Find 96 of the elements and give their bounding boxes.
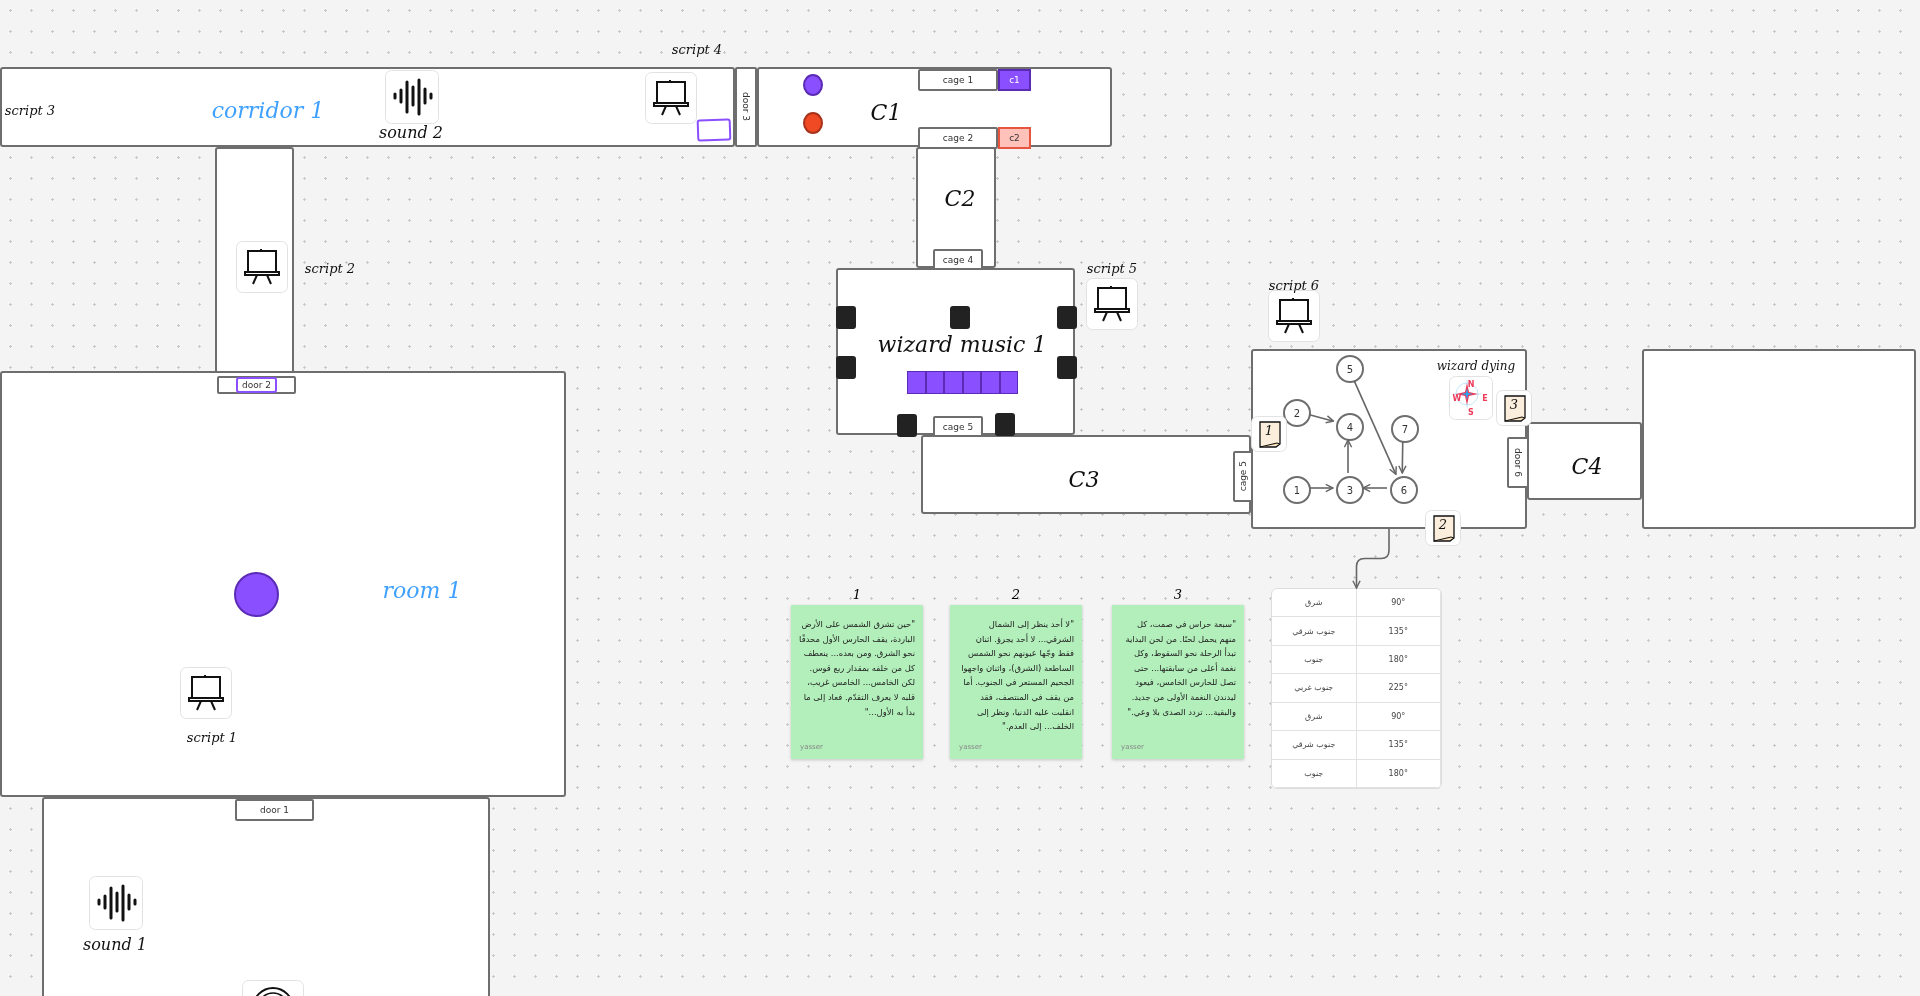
script-label: script 1	[186, 729, 238, 745]
tag-box	[1233, 451, 1253, 502]
room-area	[916, 147, 996, 268]
arrow	[1309, 483, 1334, 493]
room-name: C2	[944, 185, 976, 211]
room-area	[0, 371, 566, 797]
tag-text: cage 2	[942, 133, 974, 143]
note-text: "سبعة حراس في صمت، كل منهم يحمل لحنًا. من لحن البداية تبدأ الرحلة نحو السقوط، وكل نغمة أعلى من سابقتها... حتى تصل للحارس الخامس، فيعود ليدندن النغمة الأولى من جديد. والبقية... تردد الصدى بلا وعي."	[1124, 618, 1236, 719]
compass-letter: E	[1482, 393, 1488, 403]
note-text: "حين تشرق الشمس على الأرض الباردة، يقف الحارس الأول محدقًا نحو الشرق. ومن بعده... ينعطف كل من خلفه بمقدار ربع قوس. لكن الخامس... الخامس غريب، قلبه لا يعرف التقدّم. فعاد إلى ما بدأ به الأول..."	[799, 618, 915, 719]
script-label: script 3	[4, 102, 56, 118]
graph-node	[1336, 355, 1364, 383]
sound-label: sound 2	[379, 122, 443, 142]
room-area	[1642, 349, 1916, 529]
room-area	[1527, 422, 1642, 500]
table-cell: 90°	[1356, 589, 1441, 618]
graph-node	[1283, 399, 1311, 427]
tag-box	[933, 249, 983, 270]
arrow	[1362, 483, 1388, 493]
graph-node	[1336, 476, 1364, 504]
node-number: 5	[1346, 363, 1354, 375]
node-number: 2	[1293, 407, 1301, 419]
graph-node	[1391, 415, 1419, 443]
tag-box	[217, 376, 296, 394]
room-name: wizard music 1	[877, 331, 1047, 357]
room-name: corridor 1	[211, 97, 325, 123]
tag-text: c2	[1009, 133, 1020, 143]
table-cell: جنوب	[1272, 759, 1357, 788]
table-cell: 90°	[1356, 702, 1441, 732]
node-number: 1	[1293, 484, 1301, 496]
node-number: 7	[1401, 423, 1409, 435]
script-label: script 6	[1268, 277, 1320, 293]
graph-node	[1390, 476, 1418, 504]
arrow	[1398, 441, 1407, 474]
tag-text: door 2	[236, 377, 277, 393]
color-tag	[998, 69, 1031, 91]
tag-box	[235, 799, 314, 821]
table-cell: جنوب شرقي	[1272, 617, 1357, 646]
arrow	[1343, 439, 1353, 474]
tag-text: cage 4	[942, 254, 974, 265]
node-number: 3	[1346, 484, 1354, 496]
table-cell: 135°	[1356, 731, 1441, 760]
icon-number: 1	[1264, 422, 1274, 438]
color-tag	[998, 127, 1031, 149]
room-area	[42, 797, 490, 996]
room-name: room 1	[382, 577, 462, 603]
table-cell: جنوب شرقي	[1272, 731, 1357, 760]
tag-text: c1	[1009, 75, 1020, 85]
icon-number: 2	[1438, 516, 1448, 532]
graph-node	[1283, 476, 1311, 504]
node-number: 4	[1346, 421, 1354, 433]
tag-box	[918, 69, 998, 91]
tag-box	[735, 67, 757, 147]
arrow	[1352, 528, 1390, 589]
tag-box	[1507, 437, 1529, 488]
table-cell: شرق	[1272, 589, 1357, 618]
graph-node	[1336, 413, 1364, 441]
script-label: script 4	[671, 41, 723, 57]
room-area	[757, 67, 1112, 147]
node-number: 6	[1400, 484, 1408, 496]
room-name: C3	[1068, 466, 1100, 492]
direction-table	[1271, 588, 1442, 789]
note-number: 3	[1173, 587, 1183, 602]
tag-box	[933, 416, 983, 437]
icon-number: 3	[1509, 396, 1519, 412]
note-number: 1	[852, 587, 862, 602]
tag-text: cage 1	[942, 75, 974, 85]
arrow	[1308, 414, 1335, 424]
compass-letter: W	[1452, 393, 1462, 403]
room-area	[0, 67, 735, 147]
table-cell: 135°	[1356, 617, 1441, 646]
tag-text: door 3	[741, 92, 751, 122]
tag-text: door 6	[1513, 448, 1523, 477]
table-cell: جنوب غربي	[1272, 674, 1357, 703]
sound-label: sound 1	[83, 934, 147, 954]
room-name: C4	[1571, 453, 1603, 479]
table-cell: شرق	[1272, 702, 1357, 732]
room-area	[921, 435, 1251, 514]
room-name: C1	[870, 99, 902, 125]
room-area	[1251, 349, 1527, 529]
note-text: "لا أحد ينظر إلى الشمال الشرقي... لا أحد يجرؤ. اثنان فقط وجّها عيونهم نحو الشمس الساطعة (الشرق)، واثنان واجهوا الجحيم المستعر في الجنوب. أما من يقف في المنتصف، فقد انقلبت عليه الدنيا، ونظر إلى الخلف... إلى العدم."	[960, 617, 1074, 734]
compass-letter: N	[1467, 379, 1475, 389]
script-label: script 2	[304, 260, 356, 276]
tag-box	[918, 127, 998, 149]
table-cell: 225°	[1356, 674, 1441, 703]
tag-text: cage 5	[942, 421, 974, 432]
table-cell: جنوب	[1272, 645, 1357, 675]
tag-text: door 1	[260, 805, 289, 815]
script-label: script 5	[1086, 260, 1138, 276]
room-name: wizard dying	[1436, 359, 1516, 373]
table-cell: 180°	[1356, 645, 1441, 675]
compass-letter: S	[1468, 407, 1474, 417]
arrow	[1353, 379, 1397, 476]
tag-text: cage 5	[1238, 461, 1248, 492]
table-cell: 180°	[1356, 759, 1441, 788]
note-number: 2	[1011, 587, 1021, 602]
